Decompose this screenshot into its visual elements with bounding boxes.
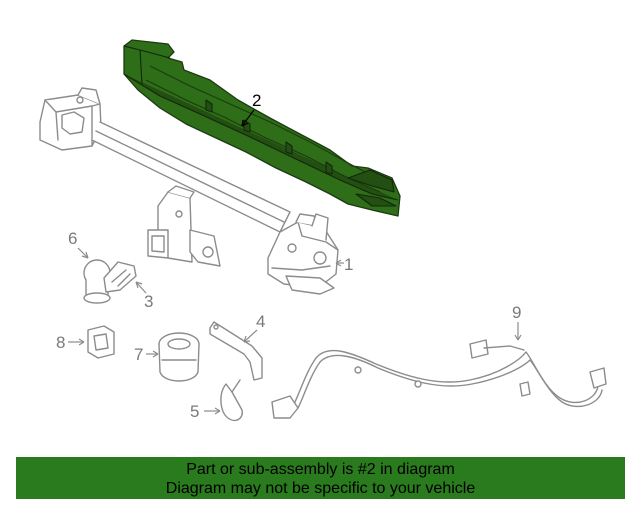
callout-2: 2 — [252, 91, 261, 110]
part-info-banner: Part or sub-assembly is #2 in diagram Di… — [16, 457, 625, 499]
part-3-ball-mount-clip — [103, 261, 137, 293]
callout-3: 3 — [144, 292, 153, 311]
part-9-wiring-harness — [271, 339, 607, 419]
callout-8: 8 — [56, 333, 65, 352]
part-7-connector-socket — [158, 332, 200, 382]
banner-line-part: Part or sub-assembly is #2 in diagram — [186, 461, 455, 478]
callouts: 1 2 3 4 5 6 7 8 9 — [56, 91, 522, 421]
callout-1: 1 — [344, 255, 353, 274]
banner-line-disclaimer: Diagram may not be specific to your vehi… — [165, 480, 476, 497]
callout-7: 7 — [134, 345, 143, 364]
part-6-trailer-ball — [83, 259, 111, 304]
callout-6: 6 — [68, 229, 77, 248]
callout-5: 5 — [190, 402, 199, 421]
parts-diagram: 1 2 3 4 5 6 7 8 9 — [39, 39, 607, 422]
callout-4: 4 — [256, 312, 265, 331]
part-5-hitch-pin-clip — [220, 379, 243, 422]
part-2-bumper-reinforcement — [123, 39, 401, 217]
callout-9: 9 — [512, 303, 521, 322]
part-4-bracket — [209, 321, 263, 381]
part-8-plug — [87, 325, 115, 359]
